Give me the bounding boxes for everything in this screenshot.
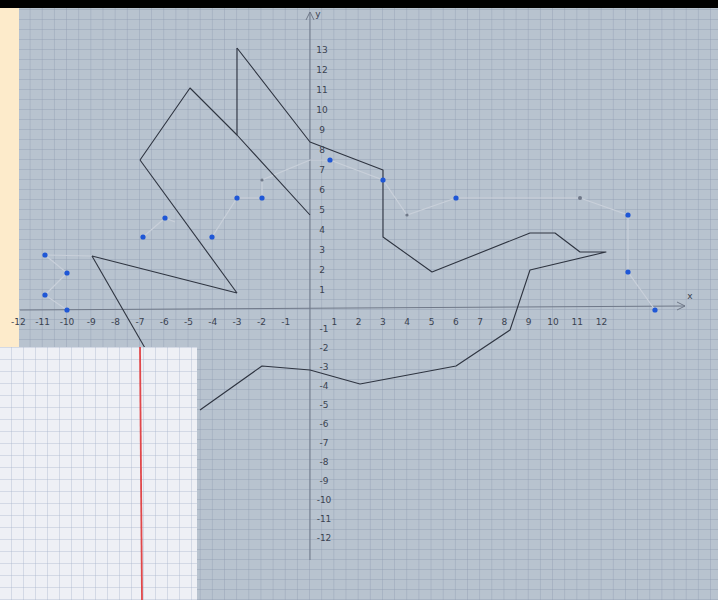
axis-tick-label: 10 [316, 105, 327, 115]
axis-tick-label: 1 [331, 317, 337, 327]
axis-tick-label: 4 [404, 317, 410, 327]
axis-tick-label: 9 [319, 125, 325, 135]
axis-tick-label: 3 [380, 317, 386, 327]
axis-tick-label: -11 [35, 317, 50, 327]
axis-tick-label: -4 [320, 381, 329, 391]
axis-tick-label: -3 [233, 317, 242, 327]
axis-tick-label: -4 [208, 317, 217, 327]
axis-tick-label: -3 [320, 362, 329, 372]
axis-tick-label: 13 [316, 45, 327, 55]
axis-tick-label: 4 [319, 225, 325, 235]
axis-tick-label: -11 [317, 514, 332, 524]
axis-tick-label: 8 [319, 145, 325, 155]
axis-tick-label: 12 [596, 317, 607, 327]
axis-tick-label: -1 [320, 324, 329, 334]
axis-tick-label: -2 [257, 317, 266, 327]
axis-tick-label: -10 [317, 495, 332, 505]
axis-tick-label: 6 [453, 317, 459, 327]
axis-tick-label: -9 [320, 476, 329, 486]
axis-tick-label: -7 [135, 317, 144, 327]
axis-tick-label: -5 [320, 400, 329, 410]
axis-tick-label: 7 [477, 317, 483, 327]
inset-photo [0, 347, 197, 600]
axis-tick-label: 11 [316, 85, 327, 95]
axis-tick-label: -2 [320, 343, 329, 353]
axis-tick-label: -12 [11, 317, 26, 327]
axis-tick-label: 5 [429, 317, 435, 327]
axis-tick-label: 9 [526, 317, 532, 327]
axis-tick-label: -1 [281, 317, 290, 327]
axis-tick-label: -6 [160, 317, 169, 327]
axis-tick-label: -8 [111, 317, 120, 327]
axis-tick-label: -5 [184, 317, 193, 327]
axis-tick-label: 3 [319, 245, 325, 255]
axis-tick-label: -10 [60, 317, 75, 327]
axis-tick-label: 8 [502, 317, 508, 327]
axis-tick-label: 11 [572, 317, 583, 327]
axis-tick-label: 7 [319, 165, 325, 175]
axis-tick-label: -8 [320, 457, 329, 467]
axis-tick-label: 2 [319, 265, 325, 275]
axis-tick-label: -6 [320, 419, 329, 429]
axis-tick-label: y [315, 9, 320, 19]
axis-tick-label: -12 [317, 533, 332, 543]
axis-tick-label: 2 [356, 317, 362, 327]
axis-tick-label: -7 [320, 438, 329, 448]
axis-tick-label: 10 [547, 317, 558, 327]
axis-tick-label: 6 [319, 185, 325, 195]
axis-tick-label: 5 [319, 205, 325, 215]
axis-tick-label: -9 [87, 317, 96, 327]
axis-tick-label: 1 [319, 285, 325, 295]
axis-tick-label: 12 [316, 65, 327, 75]
axis-tick-label: x [687, 291, 692, 301]
